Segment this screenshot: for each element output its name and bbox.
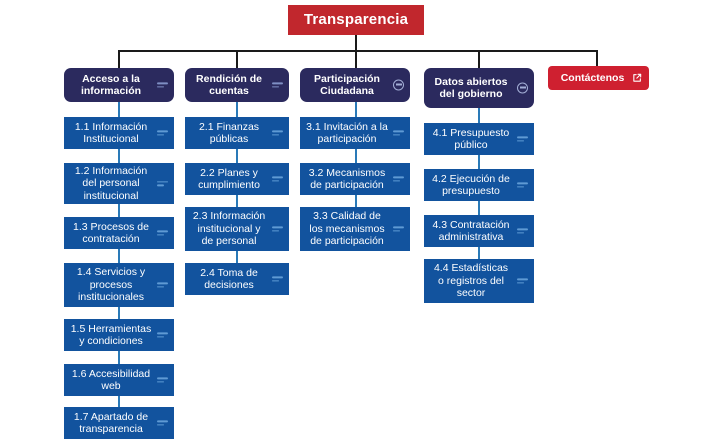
node-label: 4.2 Ejecución de presupuesto (432, 172, 510, 197)
node-label: 1.5 Herramientas y condiciones (70, 322, 152, 347)
connector-c3-1 (355, 149, 357, 163)
connector-root-drop-2 (236, 50, 238, 68)
node-label: 2.2 Planes y cumplimiento (198, 166, 260, 191)
connector-root-drop-5 (596, 50, 598, 66)
connector-root-drop-1 (118, 50, 120, 68)
menu-icon[interactable] (517, 180, 528, 189)
node-2-3-informacion-institucional-y-de-personal[interactable]: 2.3 Información institucional y de perso… (185, 207, 289, 251)
node-label: 4.4 Estadísticas o registros del sector (433, 262, 509, 300)
node-label: 2.1 Finanzas públicas (198, 120, 260, 145)
menu-icon[interactable] (157, 330, 168, 339)
connector-c1-6 (118, 396, 120, 407)
circle-minus-icon[interactable] (393, 79, 404, 91)
connector-c1-1 (118, 149, 120, 163)
node-2-2-planes-y-cumplimiento[interactable]: 2.2 Planes y cumplimiento (185, 163, 289, 195)
node-label: 4.3 Contratación administrativa (432, 218, 510, 243)
menu-icon[interactable] (157, 418, 168, 427)
menu-icon[interactable] (157, 179, 168, 188)
node-4-2-ejecucion-de-presupuesto[interactable]: 4.2 Ejecución de presupuesto (424, 169, 534, 201)
connector-c2-1 (236, 149, 238, 163)
circle-minus-icon[interactable] (517, 82, 528, 94)
connector-c1-0 (118, 102, 120, 117)
node-1-5-herramientas-y-condiciones[interactable]: 1.5 Herramientas y condiciones (64, 319, 174, 351)
node-2-4-toma-de-decisiones[interactable]: 2.4 Toma de decisiones (185, 263, 289, 295)
menu-icon[interactable] (393, 224, 404, 233)
connector-c4-1 (478, 155, 480, 169)
connector-c3-2 (355, 195, 357, 207)
node-label: 3.2 Mecanismos de participación (308, 166, 386, 191)
node-label: 1.4 Servicios y procesos institucionales (76, 266, 146, 304)
connector-root-bus (118, 50, 598, 52)
connector-c2-0 (236, 102, 238, 117)
external-link-icon[interactable] (632, 73, 642, 83)
node-label: Participación Ciudadana (314, 72, 380, 97)
connector-c4-2 (478, 201, 480, 215)
connector-c1-5 (118, 351, 120, 364)
node-label: 1.7 Apartado de transparencia (73, 410, 149, 435)
menu-icon[interactable] (157, 128, 168, 137)
connector-c4-3 (478, 247, 480, 259)
connector-root-drop-4 (478, 50, 480, 68)
menu-icon[interactable] (517, 276, 528, 285)
node-header-rendicion-de-cuentas[interactable]: Rendición de cuentas (185, 68, 289, 102)
menu-icon[interactable] (157, 280, 168, 289)
connector-c4-0 (478, 108, 480, 123)
contactenos-label: Contáctenos (560, 71, 625, 84)
menu-icon[interactable] (157, 228, 168, 237)
node-1-1-informacion-institucional[interactable]: 1.1 Información Institucional (64, 117, 174, 149)
node-3-3-calidad-de-los-mecanismos-de-participacion[interactable]: 3.3 Calidad de los mecanismos de partici… (300, 207, 410, 251)
connector-c1-3 (118, 249, 120, 263)
node-1-4-servicios-y-procesos-institucionales[interactable]: 1.4 Servicios y procesos institucionales (64, 263, 174, 307)
menu-icon[interactable] (393, 128, 404, 137)
contactenos-button[interactable]: Contáctenos (548, 66, 649, 90)
node-4-3-contratacion-administrativa[interactable]: 4.3 Contratación administrativa (424, 215, 534, 247)
node-label: 3.1 Invitación a la participación (306, 120, 388, 145)
connector-root-stub (355, 35, 357, 51)
menu-icon[interactable] (517, 226, 528, 235)
connector-c2-3 (236, 251, 238, 263)
connector-c2-2 (236, 195, 238, 207)
node-label: 2.4 Toma de decisiones (200, 266, 258, 291)
menu-icon[interactable] (157, 375, 168, 384)
node-3-1-invitacion-a-la-participacion[interactable]: 3.1 Invitación a la participación (300, 117, 410, 149)
node-label: 2.3 Información institucional y de perso… (192, 210, 266, 248)
menu-icon[interactable] (272, 224, 283, 233)
menu-icon[interactable] (157, 80, 168, 89)
node-root-transparencia[interactable]: Transparencia (288, 5, 424, 35)
connector-root-drop-3 (355, 50, 357, 68)
node-3-2-mecanismos-de-participacion[interactable]: 3.2 Mecanismos de participación (300, 163, 410, 195)
menu-icon[interactable] (272, 174, 283, 183)
menu-icon[interactable] (393, 174, 404, 183)
node-label: 1.6 Accesibilidad web (71, 367, 151, 392)
menu-icon[interactable] (272, 80, 283, 89)
node-label: Datos abiertos del gobierno (434, 75, 508, 100)
connector-c1-2 (118, 204, 120, 217)
node-header-participacion-ciudadana[interactable]: Participación Ciudadana (300, 68, 410, 102)
menu-icon[interactable] (517, 134, 528, 143)
node-label: 1.2 Información del personal institucion… (74, 164, 148, 202)
node-1-6-accesibilidad-web[interactable]: 1.6 Accesibilidad web (64, 364, 174, 396)
menu-icon[interactable] (272, 274, 283, 283)
node-1-2-informacion-del-personal-institucional[interactable]: 1.2 Información del personal institucion… (64, 163, 174, 204)
node-4-4-estadisticas-o-registros-del-sector[interactable]: 4.4 Estadísticas o registros del sector (424, 259, 534, 303)
node-label: 3.3 Calidad de los mecanismos de partici… (309, 210, 385, 248)
node-2-1-finanzas-publicas[interactable]: 2.1 Finanzas públicas (185, 117, 289, 149)
node-header-acceso-a-la-informacion[interactable]: Acceso a la información (64, 68, 174, 102)
connector-c1-4 (118, 307, 120, 319)
node-4-1-presupuesto-publico[interactable]: 4.1 Presupuesto público (424, 123, 534, 155)
node-1-7-apartado-de-transparencia[interactable]: 1.7 Apartado de transparencia (64, 407, 174, 439)
connector-c3-0 (355, 102, 357, 117)
node-label: Acceso a la información (80, 72, 142, 97)
node-label: 1.3 Procesos de contratación (73, 220, 149, 245)
node-header-datos-abiertos-del-gobierno[interactable]: Datos abiertos del gobierno (424, 68, 534, 108)
node-label: Transparencia (303, 11, 409, 29)
menu-icon[interactable] (272, 128, 283, 137)
node-label: 1.1 Información Institucional (74, 120, 148, 145)
node-label: Rendición de cuentas (196, 72, 262, 97)
node-label: 4.1 Presupuesto público (432, 126, 510, 151)
node-1-3-procesos-de-contratacion[interactable]: 1.3 Procesos de contratación (64, 217, 174, 249)
